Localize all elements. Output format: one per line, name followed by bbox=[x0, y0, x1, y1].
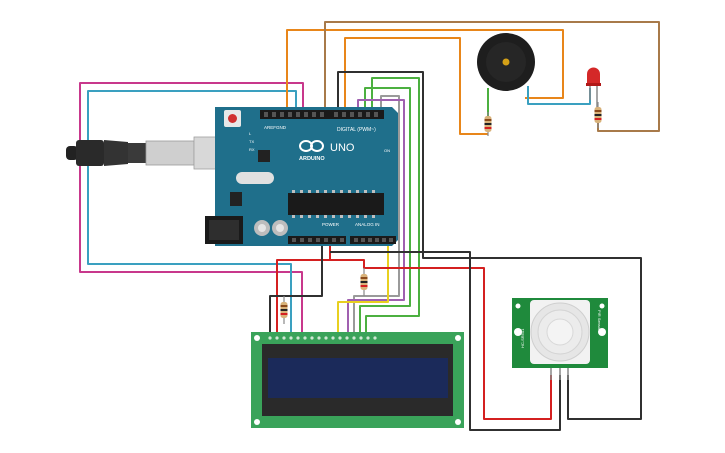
piezo-buzzer-icon[interactable] bbox=[477, 33, 535, 91]
wire-green-2[interactable] bbox=[359, 87, 411, 338]
pir-label-right: PIR Sensor bbox=[597, 310, 602, 331]
analog-header bbox=[350, 236, 396, 244]
resistor-icon[interactable] bbox=[484, 112, 492, 136]
pir-sensor-icon[interactable]: HC-SR501 PIR Sensor bbox=[512, 298, 608, 380]
usb-chip bbox=[258, 150, 270, 162]
rx-label: RX bbox=[249, 147, 255, 152]
wire-cyan[interactable] bbox=[87, 90, 297, 338]
wire-orange[interactable] bbox=[286, 29, 564, 110]
wire-black-top[interactable] bbox=[337, 71, 642, 420]
aref-label: AREF bbox=[264, 125, 276, 130]
lcd-screen bbox=[268, 358, 448, 398]
wire-led-cyan[interactable] bbox=[527, 86, 591, 105]
pir-label-left: HC-SR501 bbox=[520, 328, 525, 348]
arduino-logo: ARDUINO UNO bbox=[299, 140, 355, 162]
resistor-icon[interactable] bbox=[594, 102, 602, 128]
wire-magenta[interactable] bbox=[79, 82, 304, 338]
wire-black-gnd[interactable] bbox=[269, 245, 323, 338]
wire-purple[interactable] bbox=[347, 99, 405, 338]
wire-red-2[interactable] bbox=[330, 259, 552, 420]
digital-header-label: DIGITAL (PWM~) bbox=[337, 127, 376, 133]
atmega-chip bbox=[288, 193, 384, 215]
gnd-label: GND bbox=[276, 125, 287, 130]
wire-green-1[interactable] bbox=[365, 77, 420, 338]
crystal bbox=[236, 172, 274, 184]
digital-pins bbox=[264, 112, 378, 117]
lcd-display-icon[interactable] bbox=[251, 332, 464, 428]
regulator bbox=[230, 192, 242, 206]
l-led-label: L bbox=[249, 131, 252, 136]
wire-brown[interactable] bbox=[324, 21, 660, 132]
lcd-pins bbox=[268, 336, 377, 340]
resistor-icon[interactable] bbox=[280, 296, 288, 324]
power-header-label: POWER bbox=[322, 222, 340, 227]
brand-label: ARDUINO bbox=[299, 156, 325, 162]
model-label: UNO bbox=[330, 142, 355, 154]
on-led-label: ON bbox=[384, 148, 390, 153]
resistor-icon[interactable] bbox=[360, 268, 368, 296]
wire-black-pir[interactable] bbox=[330, 251, 561, 431]
analog-header-label: ANALOG IN bbox=[355, 222, 380, 227]
arduino-uno-board[interactable]: DIGITAL (PWM~) AREF GND ARDUINO UNO TX R… bbox=[205, 107, 398, 246]
red-led-icon[interactable] bbox=[586, 67, 601, 109]
tx-label: TX bbox=[249, 139, 254, 144]
wire-orange-2[interactable] bbox=[344, 37, 488, 135]
usb-cable-icon[interactable] bbox=[66, 136, 237, 170]
